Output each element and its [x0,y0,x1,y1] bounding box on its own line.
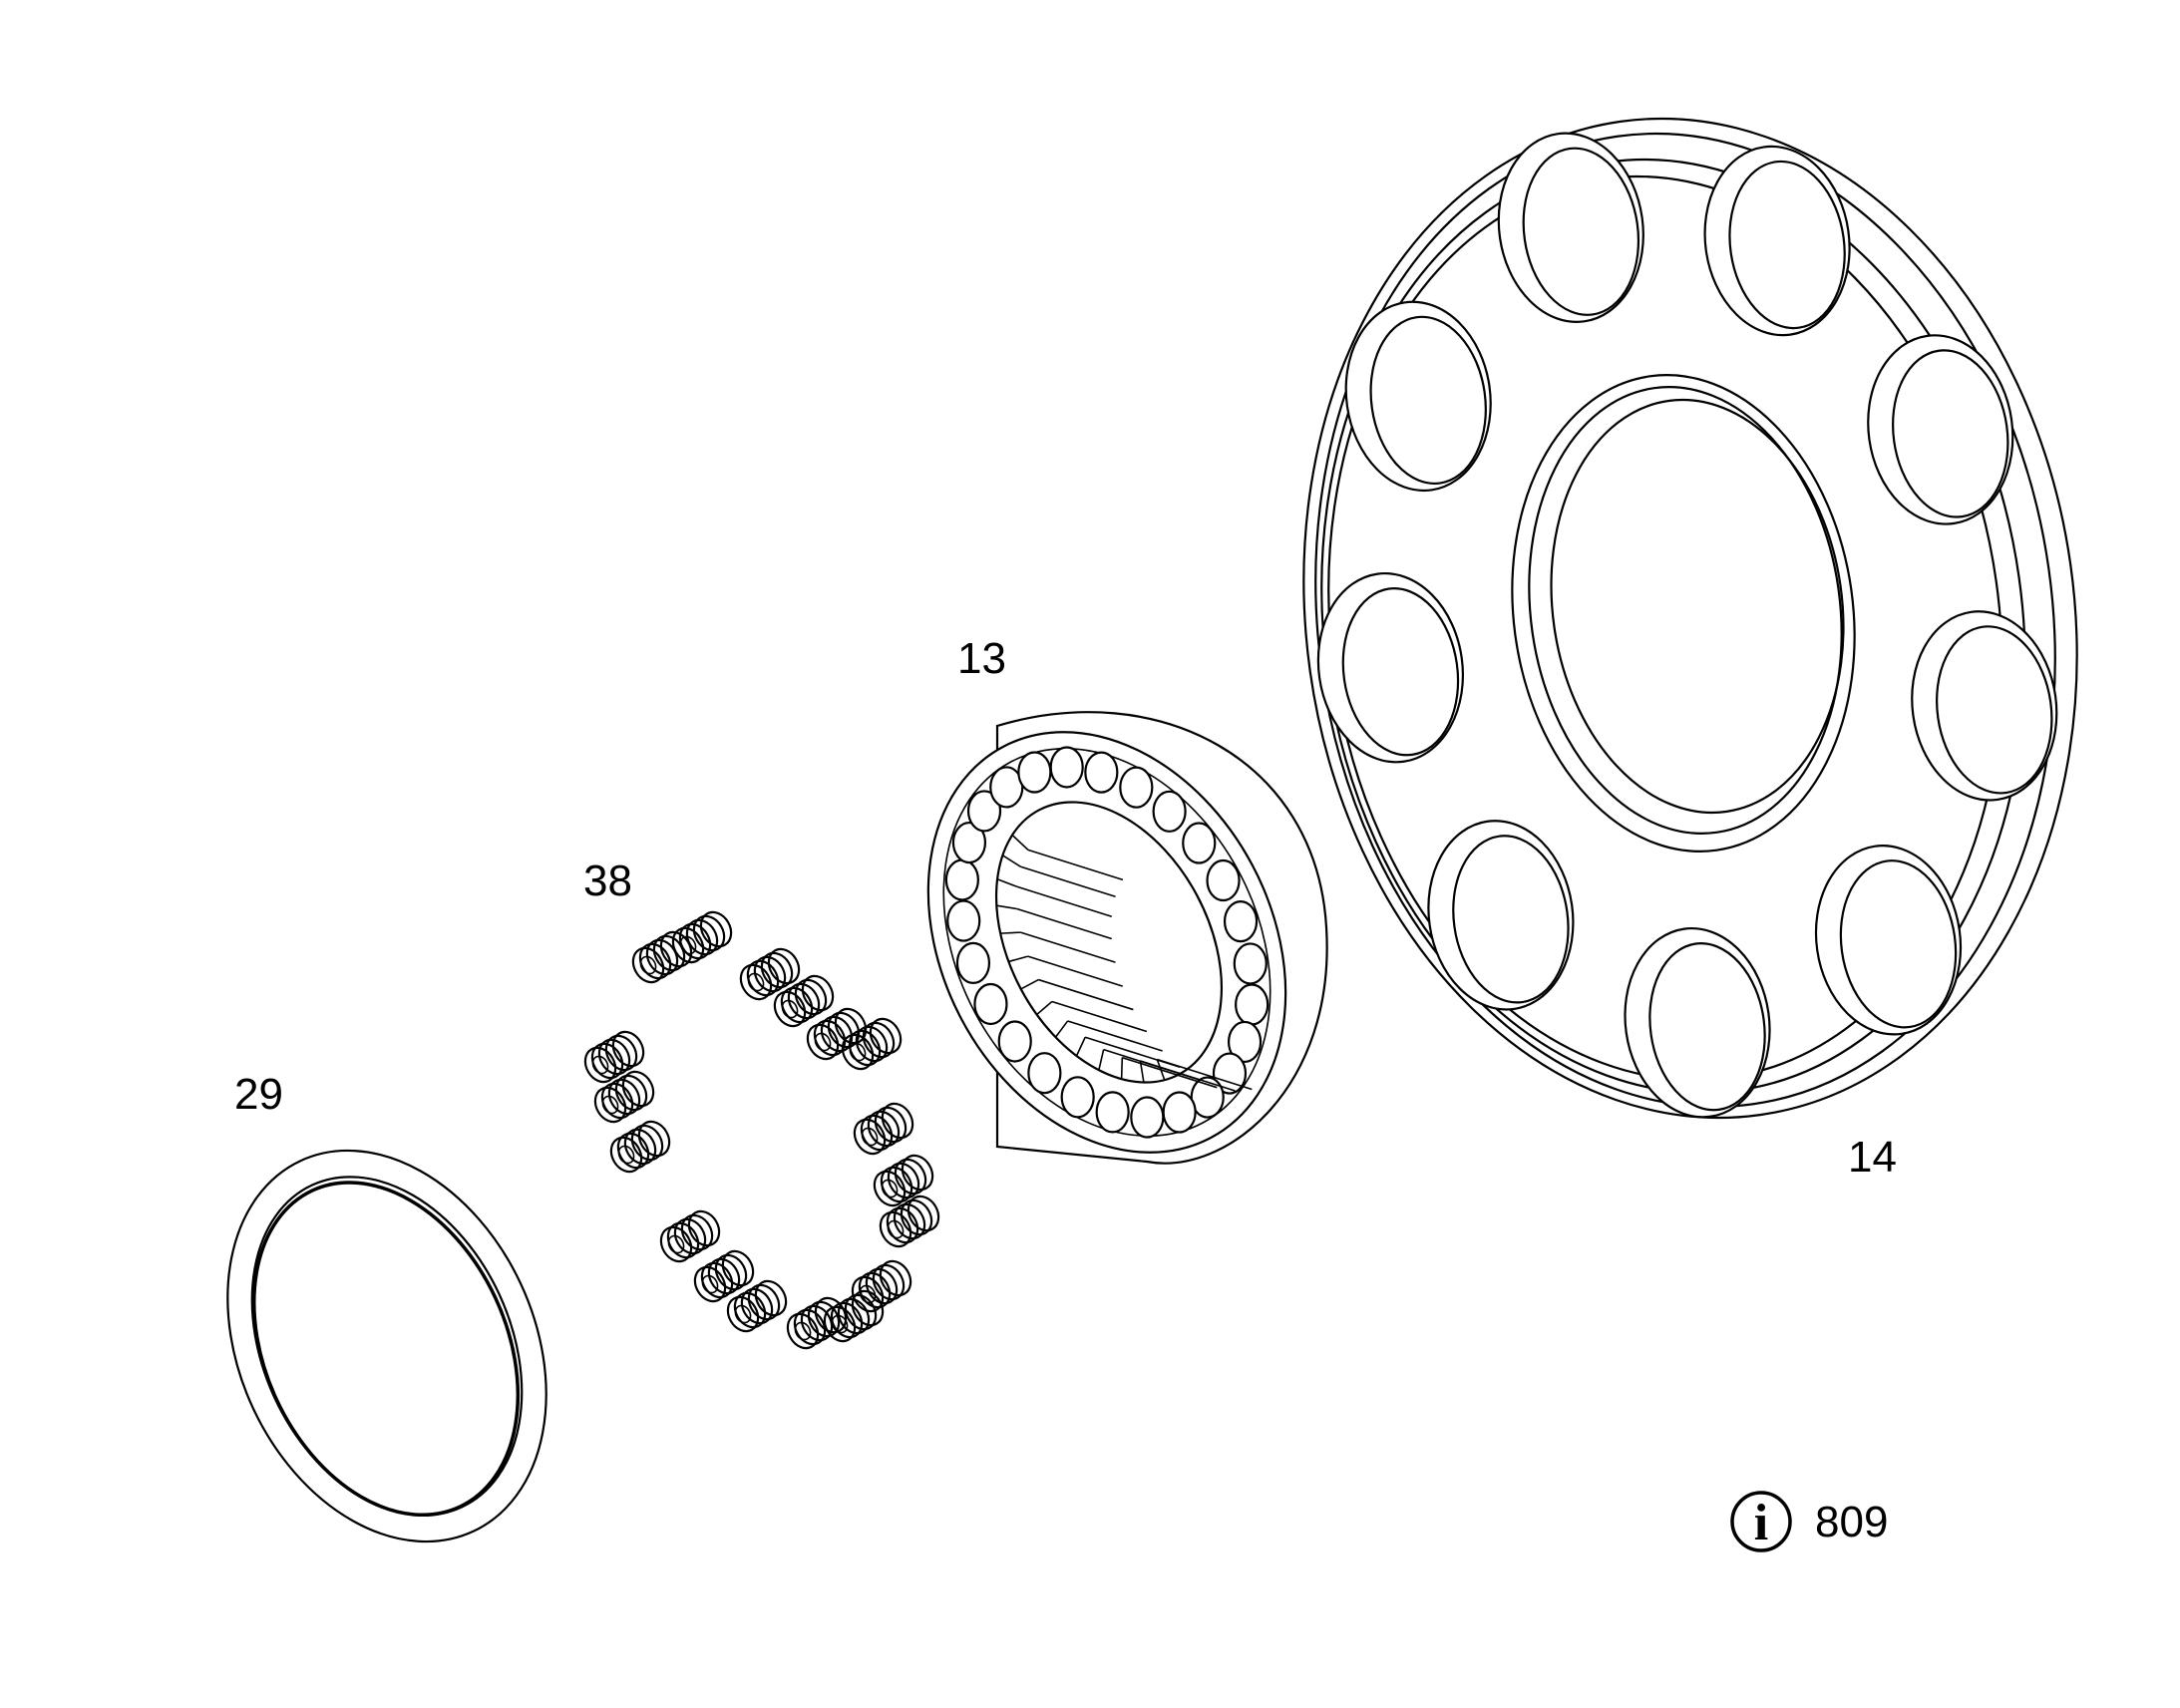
callout-38: 38 [583,856,632,905]
piston-bore [1703,145,1851,337]
roller [951,821,987,864]
coil-spring [739,947,801,1001]
callout-13: 13 [957,634,1006,683]
roller [997,1020,1032,1063]
roller [1017,751,1052,794]
valve-plate-part [1302,117,2078,1120]
coil-spring [873,1154,934,1207]
piston-bore [1911,610,2058,802]
cylinder-block-part [926,711,1328,1165]
coil-spring [879,1195,940,1248]
roller [1119,766,1154,809]
roller [1130,1096,1165,1139]
roller [989,766,1024,809]
coil-spring [659,1209,721,1263]
coil-spring [593,1070,655,1124]
roller [1162,1091,1197,1134]
coil-spring [773,974,835,1028]
coil-spring [853,1102,914,1156]
roller [1227,1020,1263,1064]
spring-set-part [583,910,940,1350]
roller [1084,751,1119,794]
roller [1212,1052,1248,1095]
roller [1095,1091,1130,1134]
roller [1206,858,1241,902]
callout-14: 14 [1848,1133,1897,1182]
coil-spring [693,1249,755,1303]
piston-bore [1497,132,1644,323]
roller [966,790,1002,833]
piston-bore [1427,820,1575,1011]
piston-bore [1867,334,2014,525]
roller [1235,983,1270,1026]
roller [1233,942,1268,985]
coil-spring [583,1030,645,1084]
reference-number: 809 [1815,1498,1888,1546]
svg-text:i: i [1754,1495,1768,1551]
roller [946,899,981,942]
coil-spring [726,1279,788,1333]
roller [955,941,991,984]
roller [1182,822,1217,864]
callout-29: 29 [234,1070,283,1119]
shim-ring-part [226,1149,547,1543]
roller [1027,1052,1062,1095]
roller [973,982,1008,1026]
piston-bore [1316,571,1465,764]
piston-bore [1814,845,1963,1036]
info-icon: i [1730,1491,1792,1552]
roller [1223,900,1259,943]
coil-spring [609,1120,671,1174]
coil-spring [671,910,733,964]
piston-bore [1624,926,1771,1119]
coil-spring [841,1017,903,1071]
coil-spring [806,1007,868,1061]
roller [1152,790,1187,833]
roller [1049,746,1084,789]
roller [944,858,979,901]
piston-bore [1344,300,1492,493]
coil-spring [851,1259,912,1313]
roller [1060,1076,1095,1119]
